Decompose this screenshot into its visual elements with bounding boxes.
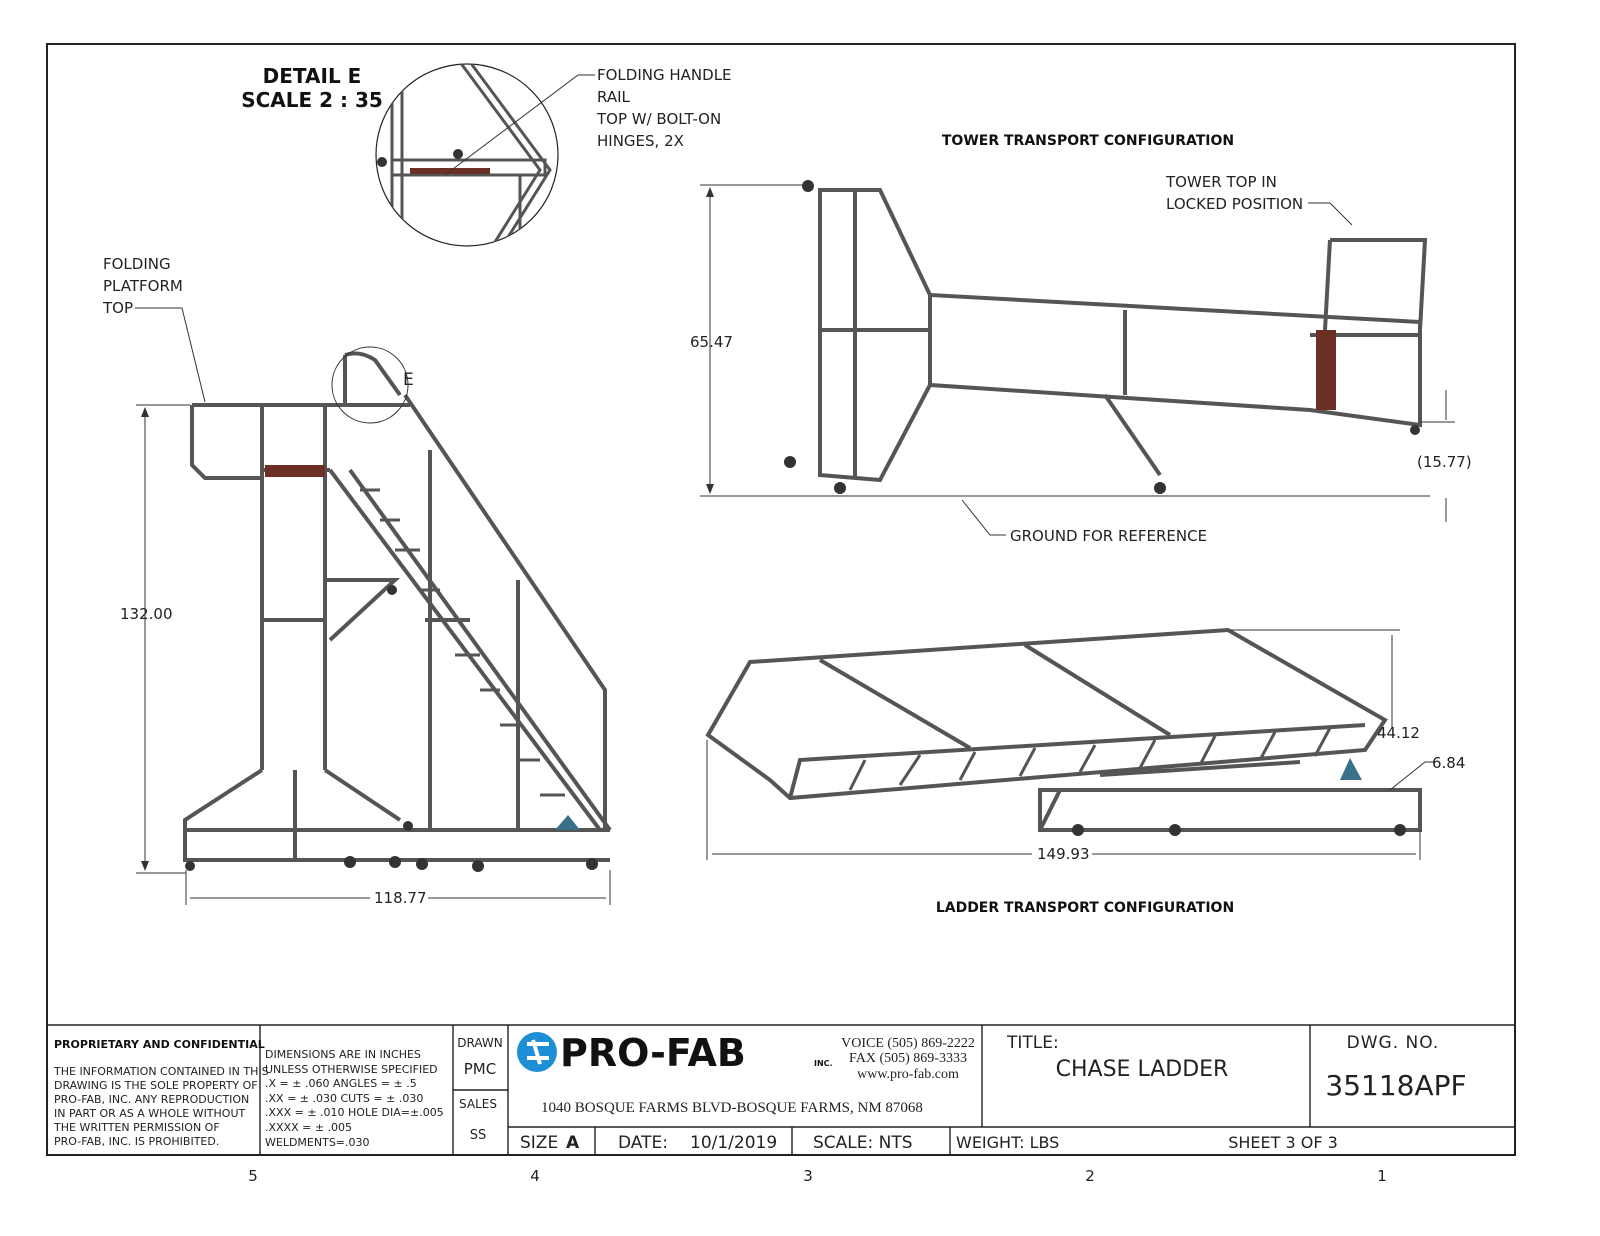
title-block-tolerance-lines-2: .X = ± .060 ANGLES = ± .5 bbox=[265, 1077, 417, 1090]
tower-transport-title: TOWER TRANSPORT CONFIGURATION bbox=[942, 133, 1234, 149]
title-block-tolerance-lines-5: .XXXX = ± .005 bbox=[265, 1121, 352, 1134]
drawn-label: DRAWN bbox=[457, 1036, 503, 1050]
tower-top-callout: TOWER TOP IN LOCKED POSITION bbox=[1165, 173, 1353, 226]
size-label: SIZE bbox=[520, 1133, 558, 1153]
title-block-proprietary-lines-1: DRAWING IS THE SOLE PROPERTY OF bbox=[54, 1079, 258, 1092]
tolerance-text: DIMENSIONS ARE IN INCHES UNLESS OTHERWIS… bbox=[265, 1048, 444, 1149]
callouts-folding-platform-1: PLATFORM bbox=[103, 277, 183, 295]
zones-0: 5 bbox=[248, 1167, 258, 1185]
zone-markers: 5 4 3 2 1 bbox=[248, 1167, 1387, 1185]
title-block-proprietary-lines-5: PRO-FAB, INC. IS PROHIBITED. bbox=[54, 1135, 219, 1148]
title-block-tolerance-lines-1: UNLESS OTHERWISE SPECIFIED bbox=[265, 1063, 438, 1076]
title-block-proprietary-lines-0: THE INFORMATION CONTAINED IN THIS bbox=[53, 1065, 269, 1078]
dim-ladder-height: 132.00 bbox=[120, 605, 173, 623]
zones-2: 3 bbox=[803, 1167, 813, 1185]
dwg-value: 35118APF bbox=[1325, 1069, 1466, 1102]
callouts-folding-platform-2: TOP bbox=[102, 299, 133, 317]
zones-3: 2 bbox=[1085, 1167, 1095, 1185]
proprietary-heading: PROPRIETARY AND CONFIDENTIAL bbox=[54, 1038, 265, 1051]
callouts-folding-platform-0: FOLDING bbox=[103, 255, 171, 273]
ground-callout: GROUND FOR REFERENCE bbox=[1010, 527, 1207, 545]
callouts-folding-handle-2: TOP W/ BOLT-ON bbox=[596, 110, 721, 128]
dwg-label: DWG. NO. bbox=[1347, 1033, 1440, 1053]
size-value: A bbox=[566, 1133, 580, 1153]
pro-fab-logo: PRO-FAB INC. bbox=[517, 1031, 833, 1075]
callouts-folding-handle-1: RAIL bbox=[597, 88, 630, 106]
title-block-proprietary-lines-3: IN PART OR AS A WHOLE WITHOUT bbox=[54, 1107, 246, 1120]
dim-ladder-transport-length: 149.93 bbox=[1037, 845, 1090, 863]
detail-marker: E bbox=[403, 370, 414, 390]
proprietary-text: THE INFORMATION CONTAINED IN THIS DRAWIN… bbox=[53, 1065, 269, 1148]
scale: SCALE: NTS bbox=[813, 1133, 913, 1153]
sheet-number: SHEET 3 OF 3 bbox=[1228, 1133, 1338, 1152]
voice-phone: VOICE (505) 869-2222 bbox=[841, 1036, 975, 1051]
zones-4: 1 bbox=[1377, 1167, 1387, 1185]
title-value: CHASE LADDER bbox=[1056, 1057, 1229, 1082]
title-block-company: PRO-FAB bbox=[560, 1031, 746, 1075]
address: 1040 BOSQUE FARMS BLVD-BOSQUE FARMS, NM … bbox=[541, 1100, 923, 1116]
date-label: DATE: bbox=[618, 1133, 668, 1153]
title-block-proprietary-lines-2: PRO-FAB, INC. ANY REPRODUCTION bbox=[54, 1093, 249, 1106]
drawn-value: PMC bbox=[464, 1060, 496, 1078]
title-block-company-suffix: INC. bbox=[814, 1059, 833, 1068]
dim-ladder-transport-height: 44.12 bbox=[1377, 724, 1420, 742]
detail-e: DETAIL E SCALE 2 : 35 FOLDING HANDLE RAI… bbox=[241, 63, 732, 247]
title-block-tolerance-lines-0: DIMENSIONS ARE IN INCHES bbox=[265, 1048, 421, 1061]
folding-handle-callout: FOLDING HANDLE RAIL TOP W/ BOLT-ON HINGE… bbox=[596, 66, 732, 150]
dim-tower-height: 65.47 bbox=[690, 333, 733, 351]
sales-value: SS bbox=[470, 1128, 487, 1143]
ladder-side-view: FOLDING PLATFORM TOP E 132.00 118.77 bbox=[102, 255, 612, 907]
callouts-folding-handle-3: HINGES, 2X bbox=[597, 132, 684, 150]
folding-platform-callout: FOLDING PLATFORM TOP bbox=[102, 255, 206, 403]
ladder-transport-view: 44.12 6.84 149.93 LADDER TRANSPORT CONFI… bbox=[705, 627, 1465, 916]
ladder-transport-title: LADDER TRANSPORT CONFIGURATION bbox=[936, 900, 1234, 916]
title-label: TITLE: bbox=[1006, 1033, 1059, 1053]
title-block-tolerance-lines-4: .XXX = ± .010 HOLE DIA=±.005 bbox=[265, 1106, 444, 1119]
date-value: 10/1/2019 bbox=[690, 1133, 777, 1153]
callouts-tower-top-1: LOCKED POSITION bbox=[1166, 195, 1303, 213]
website: www.pro-fab.com bbox=[857, 1067, 959, 1082]
callouts-tower-top-0: TOWER TOP IN bbox=[1165, 173, 1277, 191]
sheet-border bbox=[46, 43, 1516, 1156]
callouts-folding-handle-0: FOLDING HANDLE bbox=[597, 66, 732, 84]
title-block-tolerance-lines-6: WELDMENTS=.030 bbox=[265, 1136, 370, 1149]
dim-ladder-transport-offset: 6.84 bbox=[1432, 754, 1465, 772]
detail-title: DETAIL E bbox=[263, 64, 362, 88]
dim-tower-offset: (15.77) bbox=[1417, 453, 1472, 471]
title-block-tolerance-lines-3: .XX = ± .030 CUTS = ± .030 bbox=[265, 1092, 423, 1105]
zones-1: 4 bbox=[530, 1167, 540, 1185]
title-block-proprietary-lines-4: THE WRITTEN PERMISSION OF bbox=[53, 1121, 220, 1134]
title-block: PROPRIETARY AND CONFIDENTIAL THE INFORMA… bbox=[47, 1024, 1515, 1155]
weight: WEIGHT: LBS bbox=[956, 1133, 1059, 1152]
tower-transport-view: TOWER TRANSPORT CONFIGURATION TOWER TOP … bbox=[690, 133, 1472, 545]
detail-scale: SCALE 2 : 35 bbox=[241, 88, 383, 112]
fax-phone: FAX (505) 869-3333 bbox=[849, 1051, 967, 1066]
sales-label: SALES bbox=[459, 1097, 497, 1111]
dim-ladder-width: 118.77 bbox=[374, 889, 427, 907]
